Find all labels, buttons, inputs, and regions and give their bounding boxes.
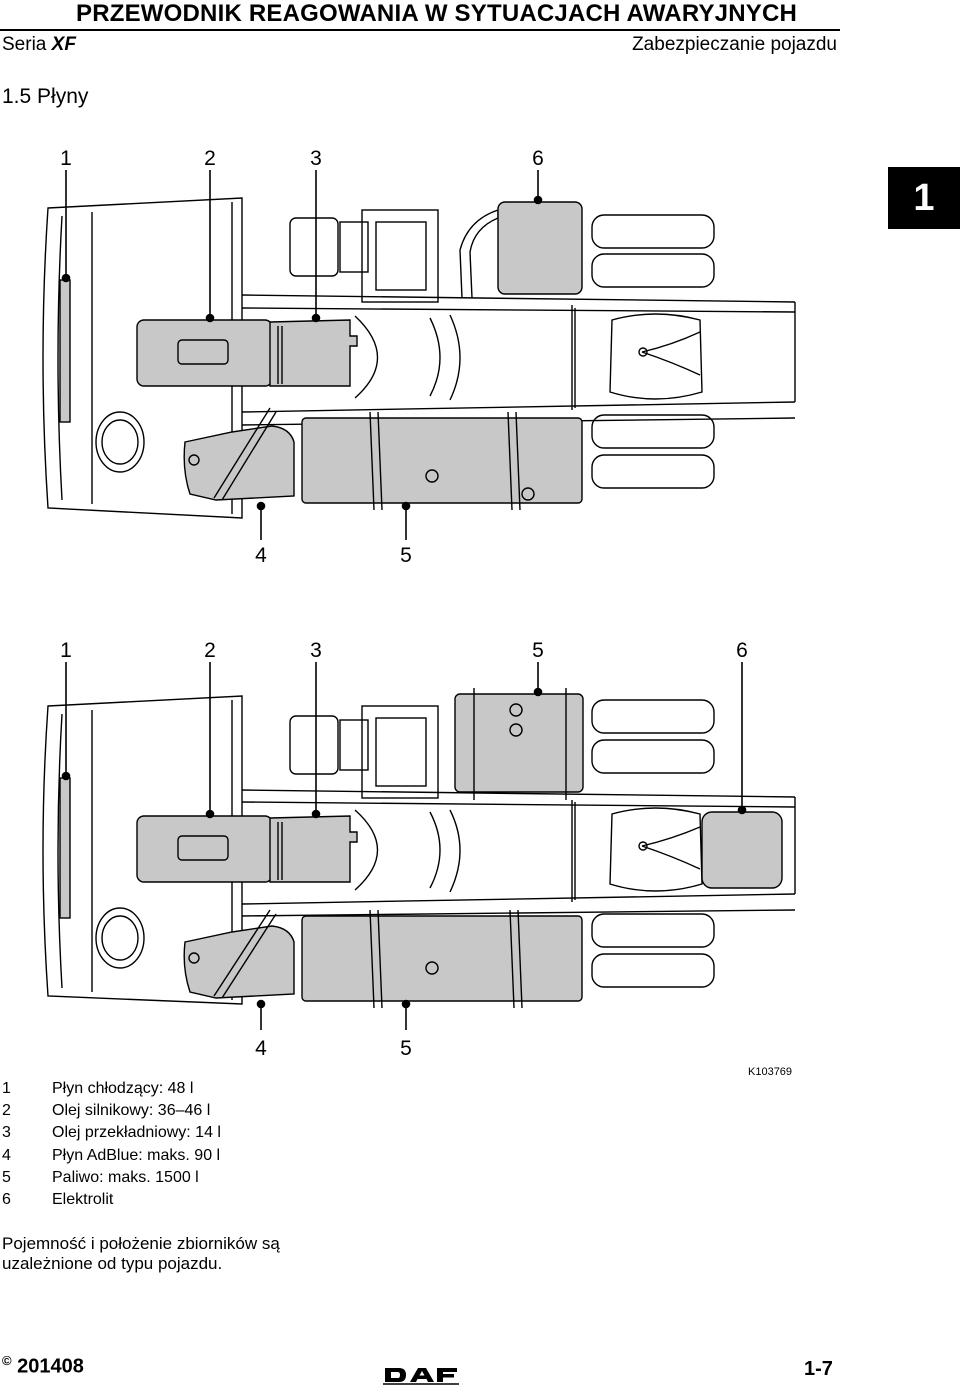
series-prefix: Seria (2, 34, 52, 55)
callout-2: 2 (204, 147, 216, 170)
document-header-title: PRZEWODNIK REAGOWANIA W SYTUACJACH AWARY… (76, 0, 798, 27)
cab-outline (42, 197, 243, 519)
fifth-wheel (609, 807, 703, 892)
radiator-coolant (59, 777, 71, 919)
engine-block (136, 319, 273, 387)
fuel-tank (301, 417, 583, 504)
gearbox (269, 815, 358, 883)
callout-5-bottom: 5 (400, 1037, 412, 1060)
leader-lines (61, 170, 543, 540)
capacity-note: Pojemność i położenie zbiorników są uzal… (2, 1234, 280, 1273)
radiator-coolant (59, 279, 71, 423)
legend-item: 5 Paliwo: maks. 1500 l (2, 1167, 221, 1189)
front-wheel (95, 907, 145, 969)
legend-number: 5 (2, 1168, 11, 1186)
legend-text: Paliwo: maks. 1500 l (52, 1168, 199, 1186)
legend-number: 6 (2, 1191, 11, 1209)
legend-text: Olej przekładniowy: 14 l (52, 1124, 221, 1142)
engine-block (136, 815, 273, 883)
fuel-tank-side (454, 693, 584, 793)
legend-item: 6 Elektrolit (2, 1189, 221, 1211)
legend-number: 3 (2, 1124, 11, 1142)
legend-item: 3 Olej przekładniowy: 14 l (2, 1122, 221, 1144)
legend-item: 1 Płyn chłodzący: 48 l (2, 1078, 221, 1100)
callout-6: 6 (532, 147, 544, 170)
legend-number: 4 (2, 1146, 11, 1164)
truck-diagram-bottom: 1 2 3 5 6 4 5 (42, 639, 796, 1060)
truck-diagram-top: 1 2 3 6 4 5 (42, 147, 796, 567)
battery-box (497, 201, 583, 295)
callout-1: 1 (60, 639, 72, 662)
fifth-wheel (609, 313, 703, 400)
callout-1: 1 (60, 147, 72, 170)
callout-3: 3 (310, 639, 322, 662)
figure-code: K103769 (748, 1066, 793, 1078)
legend-item: 4 Płyn AdBlue: maks. 90 l (2, 1145, 221, 1167)
chapter-tab: 1 (888, 167, 960, 229)
callout-6: 6 (736, 639, 748, 662)
legend-text: Olej silnikowy: 36–46 l (52, 1102, 211, 1120)
adblue-tank (183, 425, 295, 501)
section-title: 1.5 Płyny (2, 85, 89, 108)
gearbox (269, 319, 358, 387)
legend: 1 Płyn chłodzący: 48 l 2 Olej silnikowy: 3… (2, 1078, 221, 1211)
footer-date-value: 201408 (17, 1355, 84, 1378)
callout-5: 5 (532, 639, 544, 662)
front-wheel (95, 411, 145, 473)
legend-text: Płyn chłodzący: 48 l (52, 1080, 194, 1097)
series-name: XF (51, 34, 76, 55)
fuel-tank (301, 915, 583, 1002)
callout-5: 5 (400, 544, 412, 567)
legend-text: Płyn AdBlue: maks. 90 l (52, 1146, 221, 1164)
series-label: Seria XF (2, 34, 76, 56)
callout-4: 4 (255, 544, 267, 567)
callout-3: 3 (310, 147, 322, 170)
footer-date: © 201408 (2, 1353, 84, 1379)
legend-number: 1 (2, 1080, 11, 1097)
copyright-symbol: © (2, 1353, 12, 1368)
leader-lines (61, 662, 747, 1030)
legend-number: 2 (2, 1102, 11, 1120)
header-divider (0, 29, 840, 31)
legend-item: 2 Olej silnikowy: 36–46 l (2, 1100, 221, 1122)
section-label: Zabezpieczanie pojazdu (632, 34, 837, 55)
page-number: 1-7 (804, 1358, 833, 1380)
battery-box (701, 811, 783, 889)
cab-outline (42, 695, 243, 1005)
callout-2: 2 (204, 639, 216, 662)
adblue-tank (183, 925, 295, 999)
daf-logo (381, 1365, 461, 1385)
legend-text: Elektrolit (52, 1191, 114, 1209)
callout-4: 4 (255, 1037, 267, 1060)
